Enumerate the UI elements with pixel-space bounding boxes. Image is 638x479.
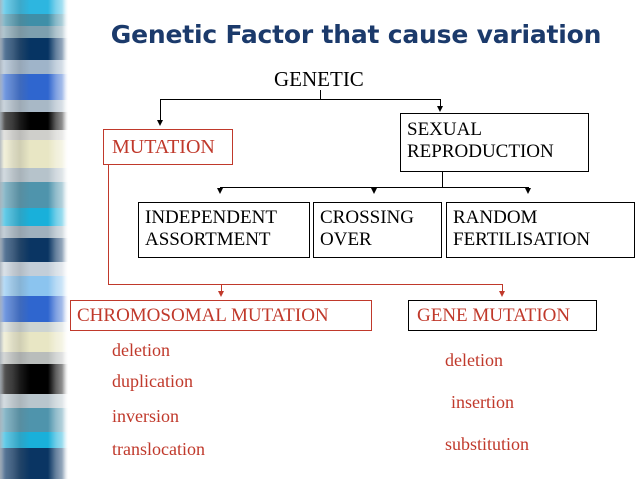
connector-mutation-stem [108,165,110,285]
strip-band [0,168,68,182]
connector-to-gene [502,284,504,292]
list-item-gene-insertion: insertion [451,392,514,412]
node-genetic-label: GENETIC [274,67,364,91]
strip-band [0,74,68,100]
strip-band [0,140,68,168]
list-item-chromosomal-deletion: deletion [112,340,170,360]
arrow-down-to-gene-mutation [499,291,505,297]
strip-band [0,182,68,208]
strip-band [0,60,68,74]
arrow-down-to-crossing-over [371,188,377,194]
node-gene-mutation[interactable]: GENE MUTATION [408,300,597,331]
strip-band [0,130,68,140]
connector-genetic-stem [320,90,321,100]
arrow-down-to-random-fertilisation [525,188,531,194]
connector-to-chromosomal [221,284,223,292]
list-item-chromosomal-translocation: translocation [112,439,205,459]
node-chromosomal-mutation[interactable]: CHROMOSOMAL MUTATION [70,300,372,331]
connector-meiosis-bar [220,187,529,188]
node-sexual-reproduction[interactable]: SEXUAL REPRODUCTION [400,113,589,172]
list-item-gene-deletion: deletion [445,350,503,370]
strip-band [0,238,68,262]
connector-genetic-to-mutation [160,99,161,121]
strip-band [0,262,68,276]
list-item-gene-substitution: substitution [445,434,530,454]
strip-band [0,38,68,60]
strip-band [0,208,68,226]
strip-band [0,296,68,322]
node-crossing-over[interactable]: CROSSING OVER [313,202,442,258]
strip-band [0,352,68,364]
node-independent-assortment[interactable]: INDEPENDENT ASSORTMENT [138,202,310,258]
strip-band [0,14,68,26]
strip-band [0,432,68,448]
connector-sexual-stem [442,172,443,188]
arrow-down-to-chromosomal-mutation [218,291,224,297]
node-random-fertilisation[interactable]: RANDOM FERTILISATION [446,202,635,258]
decorative-striped-column [0,0,68,479]
strip-band [0,276,68,296]
strip-band [0,332,68,352]
node-mutation[interactable]: MUTATION [103,129,233,165]
arrow-down-to-mutation [157,120,163,126]
arrow-down-to-sexual-reproduction [437,106,443,112]
strip-band [0,364,68,394]
strip-band [0,0,68,14]
strip-band [0,448,68,479]
strip-band [0,408,68,432]
page-title: Genetic Factor that cause variation [110,20,602,49]
strip-band [0,100,68,112]
strip-band [0,26,68,38]
arrow-down-to-independent-assortment [217,188,223,194]
connector-genetic-to-sexual [440,99,441,108]
strip-band [0,394,68,408]
strip-band [0,112,68,130]
strip-band [0,226,68,238]
list-item-chromosomal-duplication: duplication [112,371,193,391]
strip-band [0,322,68,332]
connector-mutation-bar [108,284,503,286]
list-item-chromosomal-inversion: inversion [112,406,179,426]
connector-genetic-bar [160,99,441,100]
